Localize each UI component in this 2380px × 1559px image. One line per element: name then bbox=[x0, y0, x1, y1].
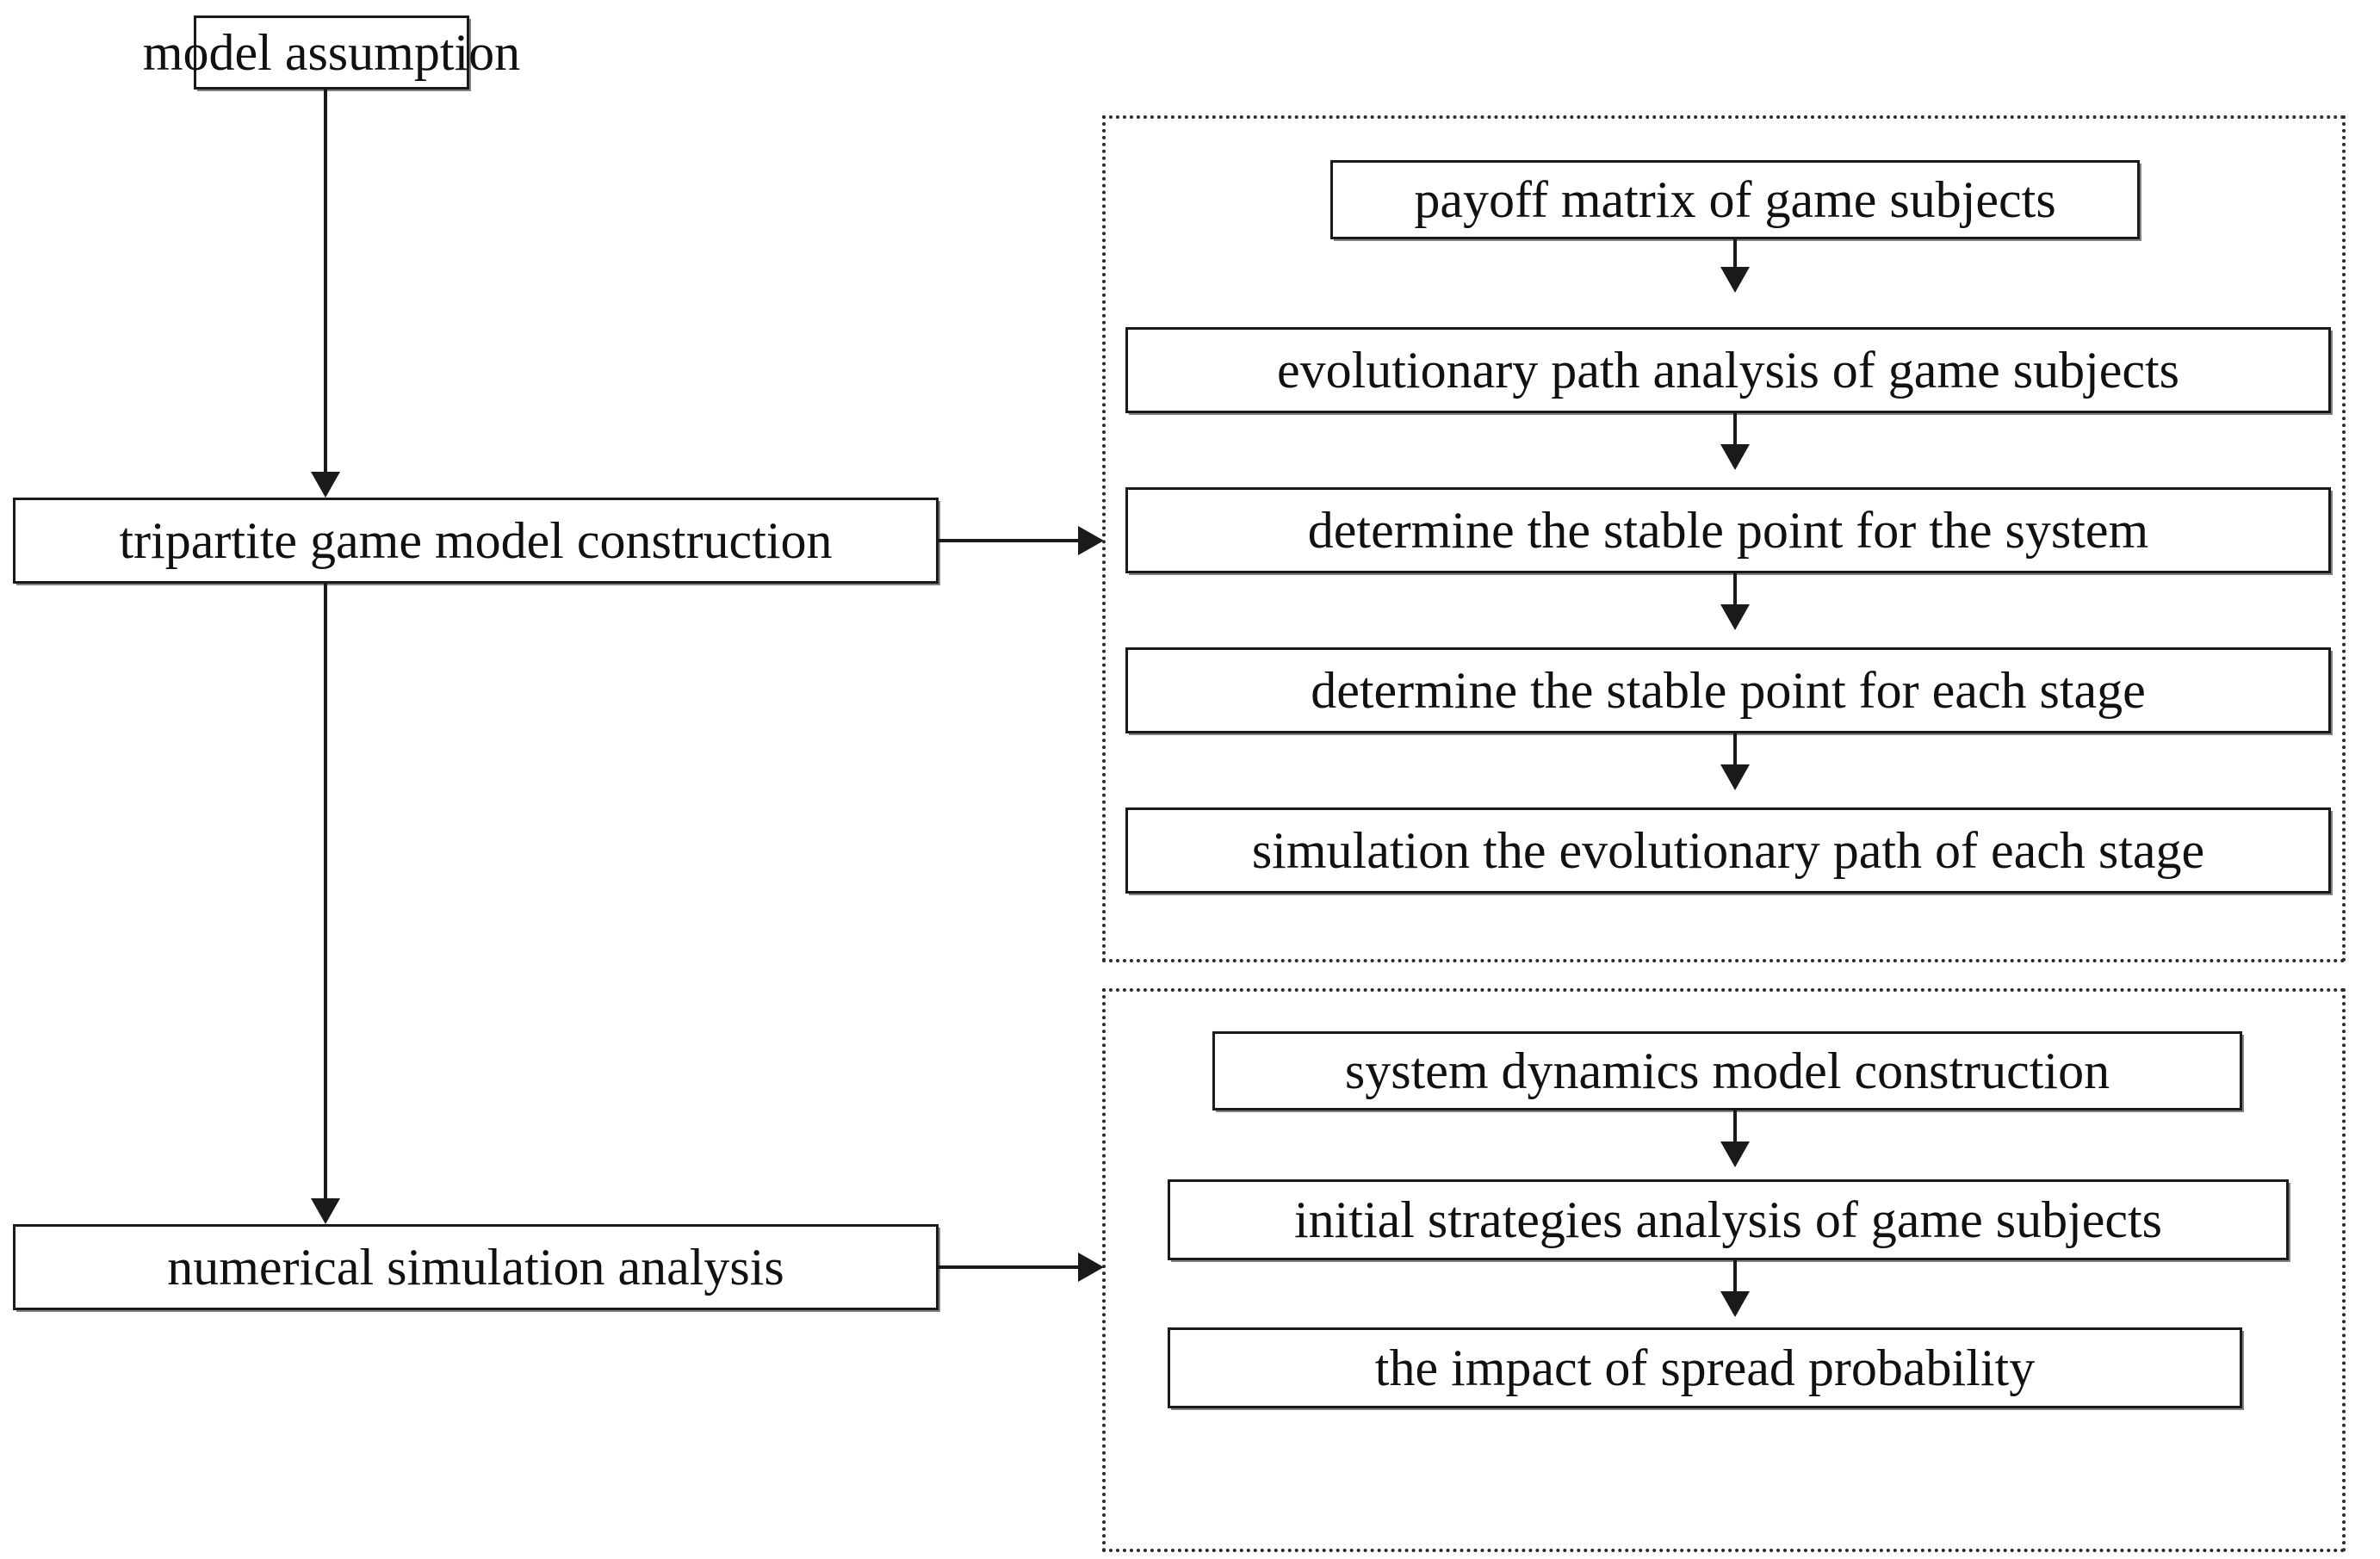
node-tripartite-game-model-construction[interactable]: tripartite game model construction bbox=[13, 498, 939, 584]
connector-initial-to-impact-arrowhead bbox=[1720, 1291, 1750, 1317]
connector-payoff-to-evolutionary-line bbox=[1733, 239, 1737, 272]
node-label: the impact of spread probability bbox=[1374, 1339, 2036, 1396]
node-system-dynamics-model[interactable]: system dynamics model construction bbox=[1212, 1031, 2242, 1110]
node-label: model assumption bbox=[142, 24, 521, 81]
node-numerical-simulation-analysis[interactable]: numerical simulation analysis bbox=[13, 1224, 939, 1310]
connector-tripartite-to-group-line bbox=[939, 539, 1087, 542]
group-simulation bbox=[1102, 988, 2346, 1552]
connector-payoff-to-evolutionary-arrowhead bbox=[1720, 267, 1750, 293]
connector-numerical-to-group-arrowhead bbox=[1078, 1253, 1104, 1282]
connector-evolutionary-to-system-arrowhead bbox=[1720, 444, 1750, 470]
node-impact-spread-probability[interactable]: the impact of spread probability bbox=[1168, 1327, 2242, 1408]
node-label: determine the stable point for each stag… bbox=[1311, 662, 2146, 719]
node-label: evolutionary path analysis of game subje… bbox=[1276, 342, 2180, 399]
connector-assumption-to-tripartite-line bbox=[324, 90, 327, 491]
node-evolutionary-path-analysis[interactable]: evolutionary path analysis of game subje… bbox=[1125, 327, 2331, 413]
connector-tripartite-to-numerical-line bbox=[324, 584, 327, 1219]
node-label: system dynamics model construction bbox=[1344, 1042, 2110, 1099]
connector-system-to-stage-arrowhead bbox=[1720, 604, 1750, 630]
node-label: simulation the evolutionary path of each… bbox=[1251, 822, 2205, 879]
connector-stage-to-simulation-arrowhead bbox=[1720, 764, 1750, 790]
connector-numerical-to-group-line bbox=[939, 1265, 1087, 1269]
connector-sd-to-initial-line bbox=[1733, 1110, 1737, 1147]
connector-sd-to-initial-arrowhead bbox=[1720, 1141, 1750, 1167]
node-simulation-evolutionary-path[interactable]: simulation the evolutionary path of each… bbox=[1125, 807, 2331, 894]
node-payoff-matrix[interactable]: payoff matrix of game subjects bbox=[1330, 160, 2140, 239]
node-label: payoff matrix of game subjects bbox=[1414, 171, 2056, 228]
node-label: determine the stable point for the syste… bbox=[1307, 502, 2149, 559]
node-model-assumption[interactable]: model assumption bbox=[143, 15, 520, 90]
node-stable-point-stage[interactable]: determine the stable point for each stag… bbox=[1125, 647, 2331, 733]
connector-assumption-to-tripartite-arrowhead bbox=[311, 472, 340, 498]
connector-tripartite-to-group-arrowhead bbox=[1078, 526, 1104, 555]
node-label: numerical simulation analysis bbox=[167, 1239, 784, 1296]
connector-stage-to-simulation-line bbox=[1733, 733, 1737, 770]
connector-system-to-stage-line bbox=[1733, 573, 1737, 609]
node-stable-point-system[interactable]: determine the stable point for the syste… bbox=[1125, 487, 2331, 573]
connector-tripartite-to-numerical-arrowhead bbox=[311, 1198, 340, 1224]
node-label: tripartite game model construction bbox=[119, 512, 833, 569]
connector-evolutionary-to-system-line bbox=[1733, 413, 1737, 449]
node-initial-strategies-analysis[interactable]: initial strategies analysis of game subj… bbox=[1168, 1179, 2289, 1260]
node-label: initial strategies analysis of game subj… bbox=[1293, 1191, 2163, 1248]
connector-initial-to-impact-line bbox=[1733, 1260, 1737, 1296]
group-game-model bbox=[1102, 115, 2346, 962]
